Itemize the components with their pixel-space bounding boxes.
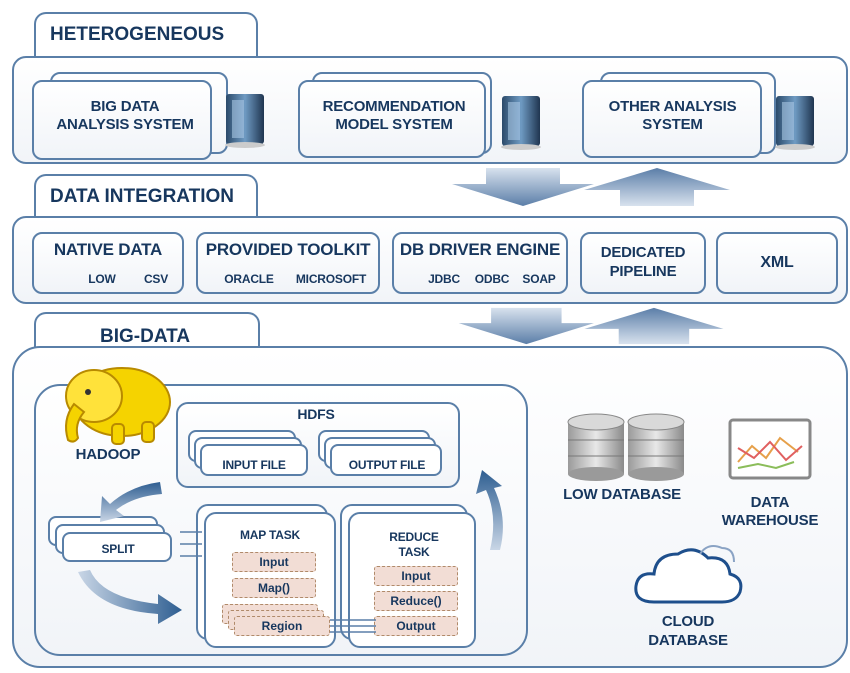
db-driver-sub: SOAP xyxy=(522,272,556,286)
native-data-sub: CSV xyxy=(143,272,169,286)
heterogeneous-tab: HETEROGENEOUS xyxy=(34,12,258,60)
exchange-arrows-top xyxy=(452,168,730,206)
split-label: SPLIT xyxy=(101,542,135,556)
system-card-other xyxy=(582,80,762,158)
native-data-box xyxy=(32,232,184,294)
provided-toolkit-title: PROVIDED TOOLKIT xyxy=(205,240,371,259)
system-card-big-data xyxy=(32,80,212,160)
db-driver-box xyxy=(392,232,568,294)
data-warehouse-label: DATA WAREHOUSE xyxy=(721,494,819,529)
cloud-database-label: CLOUD DATABASE xyxy=(648,613,728,649)
low-database-label: LOW DATABASE xyxy=(563,486,681,503)
reduce-task-title: REDUCE TASK xyxy=(389,530,439,559)
native-data-title: NATIVE DATA xyxy=(53,240,163,259)
system-label: RECOMMENDATION MODEL SYSTEM xyxy=(322,98,466,133)
native-data-sub: LOW xyxy=(88,272,116,286)
map-step-input: Input xyxy=(232,552,316,572)
dedicated-pipeline-title: DEDICATED PIPELINE xyxy=(600,244,686,280)
server-icon xyxy=(225,94,265,148)
input-file-label: INPUT FILE xyxy=(222,458,286,472)
server-icon xyxy=(775,96,815,150)
server-icon xyxy=(501,96,541,150)
provided-toolkit-box xyxy=(196,232,380,294)
db-driver-sub: ODBC xyxy=(474,272,510,286)
dedicated-pipeline-box xyxy=(580,232,706,294)
cloud-icon xyxy=(634,545,743,604)
db-driver-sub: JDBC xyxy=(428,272,460,286)
map-step-map: Map() xyxy=(232,578,316,598)
hdfs-label: HDFS xyxy=(297,406,335,422)
xml-box xyxy=(716,232,838,294)
reduce-step-input: Input xyxy=(374,566,458,586)
integration-tab: DATA INTEGRATION xyxy=(34,174,258,220)
system-card-recommendation xyxy=(298,80,486,158)
provided-toolkit-sub: ORACLE xyxy=(224,272,274,286)
system-label: OTHER ANALYSIS SYSTEM xyxy=(608,98,737,133)
reduce-step-reduce: Reduce() xyxy=(374,591,458,611)
bigdata-title: BIG-DATA xyxy=(100,326,191,347)
heterogeneous-title: HETEROGENEOUS xyxy=(50,24,225,45)
hadoop-label: HADOOP xyxy=(75,446,141,463)
mapreduce-flow-lines xyxy=(78,470,503,633)
provided-toolkit-sub: MICROSOFT xyxy=(295,272,367,286)
hadoop-elephant-icon xyxy=(65,367,171,445)
database-icon xyxy=(567,413,685,481)
reduce-step-output: Output xyxy=(374,616,458,636)
data-warehouse-chart-icon xyxy=(728,418,812,480)
map-task-title: MAP TASK xyxy=(240,528,300,542)
db-driver-title: DB DRIVER ENGINE xyxy=(399,240,561,259)
map-step-region: Region xyxy=(234,616,330,636)
output-file-label: OUTPUT FILE xyxy=(348,458,426,472)
xml-title: XML xyxy=(760,254,794,271)
exchange-arrows-bottom xyxy=(458,307,724,345)
integration-title: DATA INTEGRATION xyxy=(50,186,234,207)
system-label: BIG DATA ANALYSIS SYSTEM xyxy=(56,98,194,133)
